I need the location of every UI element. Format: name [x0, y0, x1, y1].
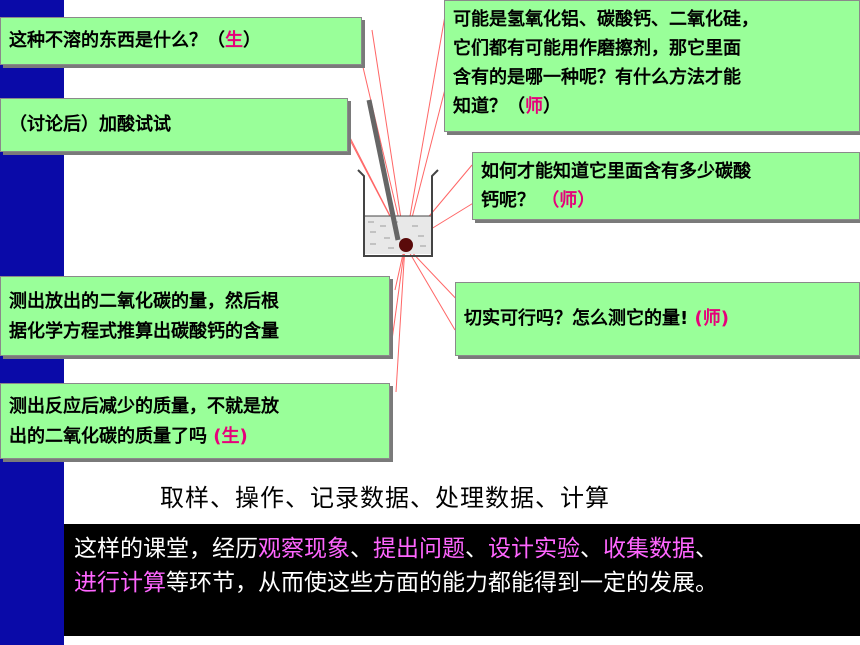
conclusion-line-2: 进行计算等环节，从而使这些方面的能力都能得到一定的发展。: [74, 570, 718, 596]
beaker: [357, 99, 439, 257]
conclusion-line-1: 这样的课堂，经历观察现象、提出问题、设计实验、收集数据、: [74, 536, 718, 562]
answer-box-co2: 测出放出的二氧化碳的量，然后根 据化学方程式推算出碳酸钙的含量: [0, 276, 390, 356]
question-box-which: 可能是氢氧化铝、碳酸钙、二氧化硅， 它们都有可能用作磨擦剂，那它里面 含有的是哪…: [444, 0, 860, 132]
question-box-feasible: 切实可行吗？怎么测它的量! (师): [455, 282, 860, 356]
conclusion-banner: 这样的课堂，经历观察现象、提出问题、设计实验、收集数据、 进行计算等环节，从而使…: [64, 524, 860, 636]
answer-box-mass: 测出反应后减少的质量，不就是放 出的二氧化碳的质量了吗 (生): [0, 383, 390, 459]
process-summary: 取样、操作、记录数据、处理数据、计算: [160, 484, 610, 512]
question-box-what: 这种不溶的东西是什么？（生）: [0, 17, 362, 65]
question-box-how-much: 如何才能知道它里面含有多少碳酸 钙呢？ （师）: [472, 152, 860, 220]
suggestion-box-acid: （讨论后）加酸试试: [0, 98, 348, 152]
